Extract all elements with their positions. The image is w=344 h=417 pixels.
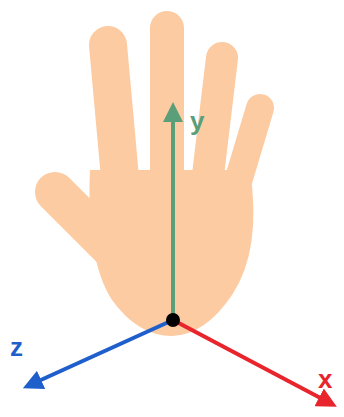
hand [55, 28, 260, 336]
axis-label: y [190, 108, 204, 134]
axis-label: z [10, 334, 23, 360]
origin-dot [166, 313, 180, 327]
x-axis [173, 320, 328, 402]
z-axis [32, 320, 173, 384]
y-axis [171, 112, 175, 320]
axis-label: x [318, 366, 332, 392]
